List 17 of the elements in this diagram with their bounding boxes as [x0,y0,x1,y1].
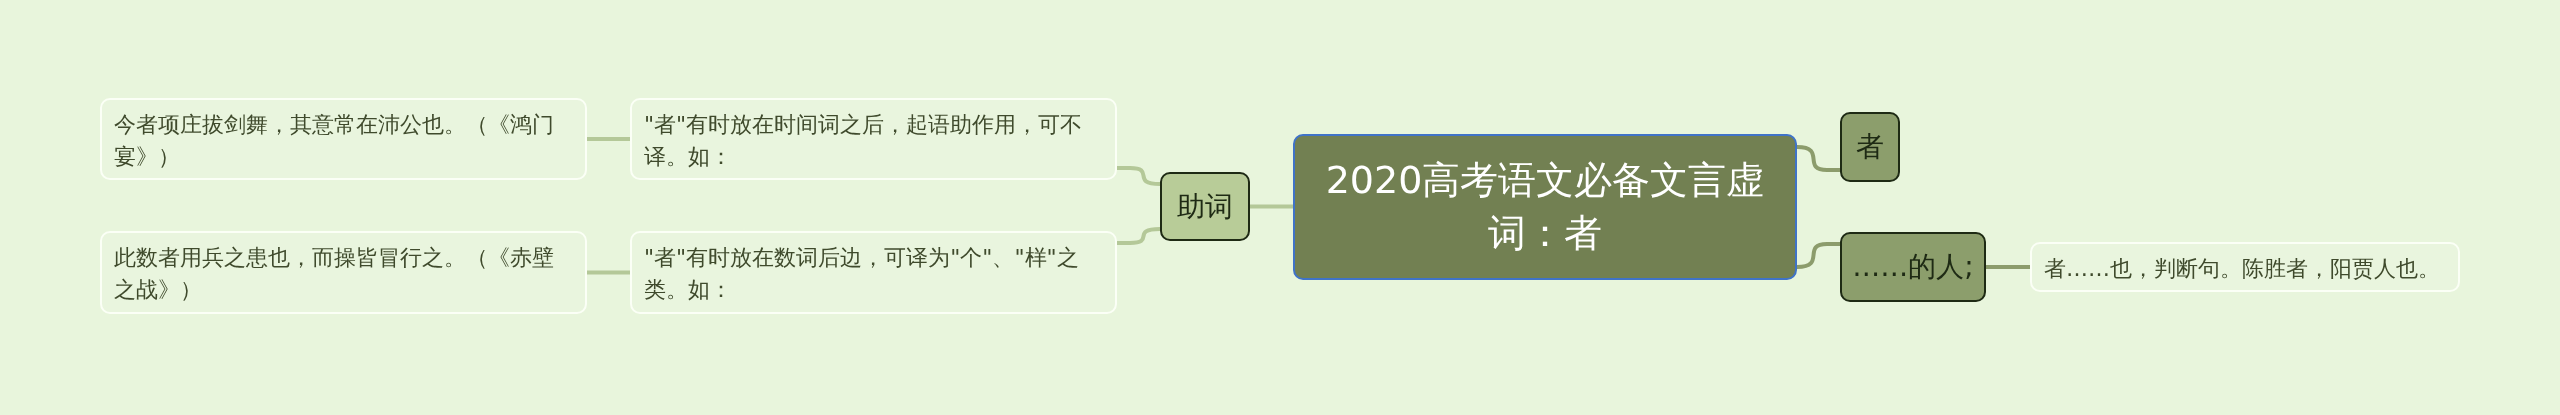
connector-line [587,137,630,141]
note-box: "者"有时放在时间词之后，起语助作用，可不译。如： [630,98,1117,180]
example-box: 今者项庄拔剑舞，其意常在沛公也。（《鸿门宴》） [100,98,587,180]
example-box: 此数者用兵之患也，而操皆冒行之。（《赤壁之战》） [100,231,587,314]
connector-line [1796,145,1840,172]
connector-line [1117,166,1161,186]
connector-line [587,270,630,275]
example-box: 者……也，判断句。陈胜者，阳贾人也。 [2030,242,2460,292]
connector-line [1986,265,2030,269]
connector-line [1796,242,1840,269]
branch-box: 者 [1840,112,1900,182]
branch-box: ……的人; [1840,232,1986,302]
note-box: "者"有时放在数词后边，可译为"个"、"样"之类。如： [630,231,1117,314]
connector-line [1117,227,1161,245]
branch-box: 助词 [1160,172,1250,241]
connector-line [1250,204,1293,209]
topic-box: 2020高考语文必备文言虚词：者 [1293,134,1797,280]
